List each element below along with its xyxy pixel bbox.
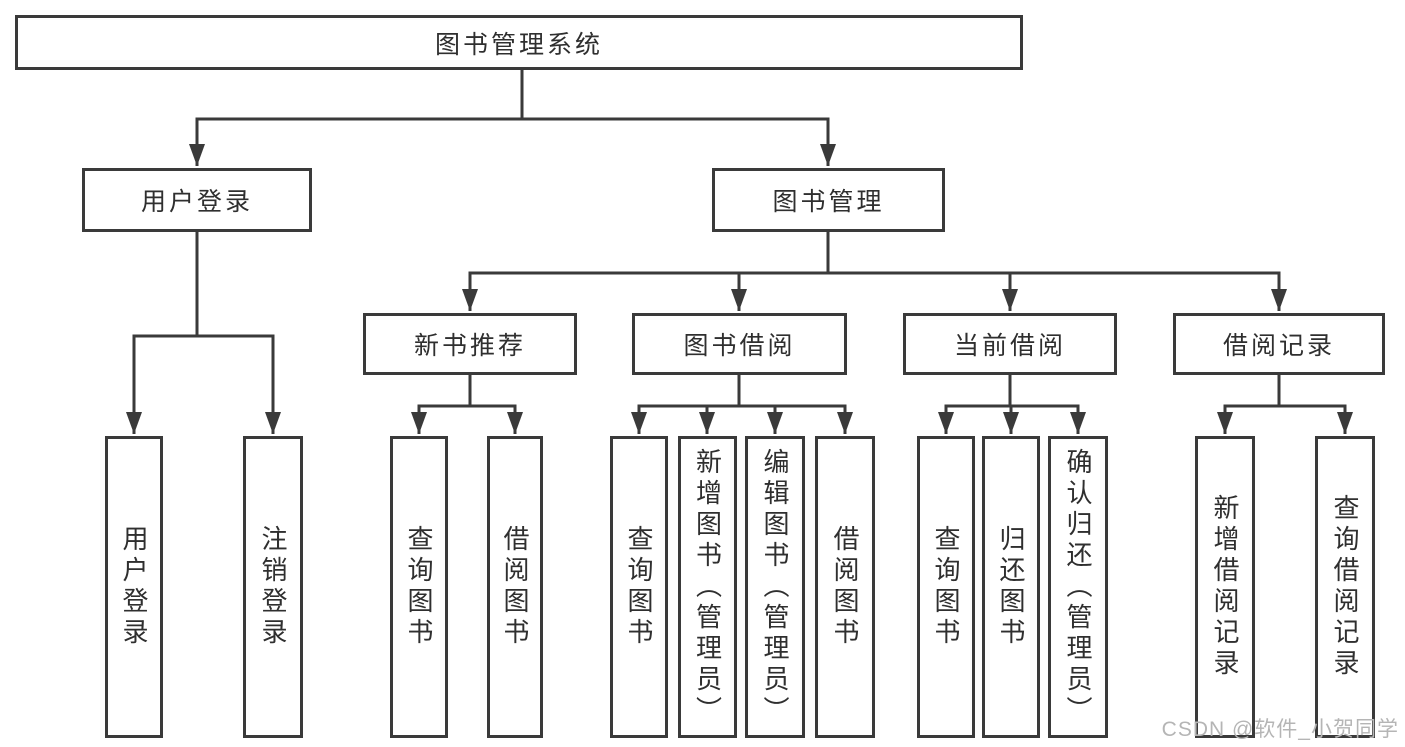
leaf-borrow-edit-books-admin: 编辑图书（管理员） — [745, 436, 805, 738]
node-label: 查询借阅记录 — [1330, 494, 1360, 680]
node-label: 图书管理 — [772, 188, 885, 216]
leaf-borrow-query-books: 查询图书 — [610, 436, 668, 738]
node-current-borrow: 当前借阅 — [903, 313, 1117, 375]
connector-mgmt-children — [462, 232, 1287, 311]
connector-root-children — [189, 70, 836, 166]
node-label: 用户登录 — [140, 188, 253, 216]
node-label: 图书管理系统 — [434, 30, 603, 59]
node-label: 图书借阅 — [683, 332, 796, 360]
node-label: 新增借阅记录 — [1210, 494, 1240, 680]
leaf-records-query-record: 查询借阅记录 — [1315, 436, 1375, 738]
connector-borrow-children — [631, 375, 853, 434]
node-label: 用户登录 — [119, 525, 149, 649]
node-label: 借阅图书 — [500, 525, 530, 649]
connector-login-children — [126, 232, 281, 434]
node-label: 当前借阅 — [953, 332, 1066, 360]
node-label: 新增图书（管理员） — [692, 447, 723, 727]
leaf-borrow-borrow-books: 借阅图书 — [815, 436, 875, 738]
node-label: 编辑图书（管理员） — [760, 447, 790, 727]
node-label: 归还图书 — [996, 525, 1026, 649]
node-label: 确认归还（管理员） — [1063, 447, 1093, 727]
leaf-recommend-borrow-books: 借阅图书 — [487, 436, 543, 738]
leaf-borrow-add-books-admin: 新增图书（管理员） — [678, 436, 737, 738]
node-book-management: 图书管理 — [712, 168, 945, 232]
connector-records-children — [1217, 375, 1353, 434]
leaf-current-return-books: 归还图书 — [982, 436, 1040, 738]
connector-recommend-children — [411, 375, 523, 434]
node-label: 查询图书 — [931, 525, 961, 649]
node-user-login: 用户登录 — [82, 168, 312, 232]
watermark-csdn: CSDN @软件_小贺同学 — [1161, 718, 1399, 741]
node-label: 查询图书 — [404, 525, 434, 649]
connector-current-children — [938, 375, 1086, 434]
node-label: 借阅图书 — [830, 525, 860, 649]
leaf-recommend-query-books: 查询图书 — [390, 436, 448, 738]
leaf-logout: 注销登录 — [243, 436, 303, 738]
node-root-system: 图书管理系统 — [15, 15, 1023, 70]
node-label: 借阅记录 — [1222, 332, 1335, 360]
node-label: 新书推荐 — [413, 332, 526, 360]
leaf-current-query-books: 查询图书 — [917, 436, 975, 738]
node-label: 查询图书 — [624, 525, 654, 649]
leaf-current-confirm-return-admin: 确认归还（管理员） — [1048, 436, 1108, 738]
node-label: 注销登录 — [258, 525, 288, 649]
node-new-book-recommend: 新书推荐 — [363, 313, 577, 375]
node-borrow-records: 借阅记录 — [1173, 313, 1385, 375]
leaf-user-login: 用户登录 — [105, 436, 163, 738]
leaf-records-add-record: 新增借阅记录 — [1195, 436, 1255, 738]
node-book-borrow: 图书借阅 — [632, 313, 847, 375]
